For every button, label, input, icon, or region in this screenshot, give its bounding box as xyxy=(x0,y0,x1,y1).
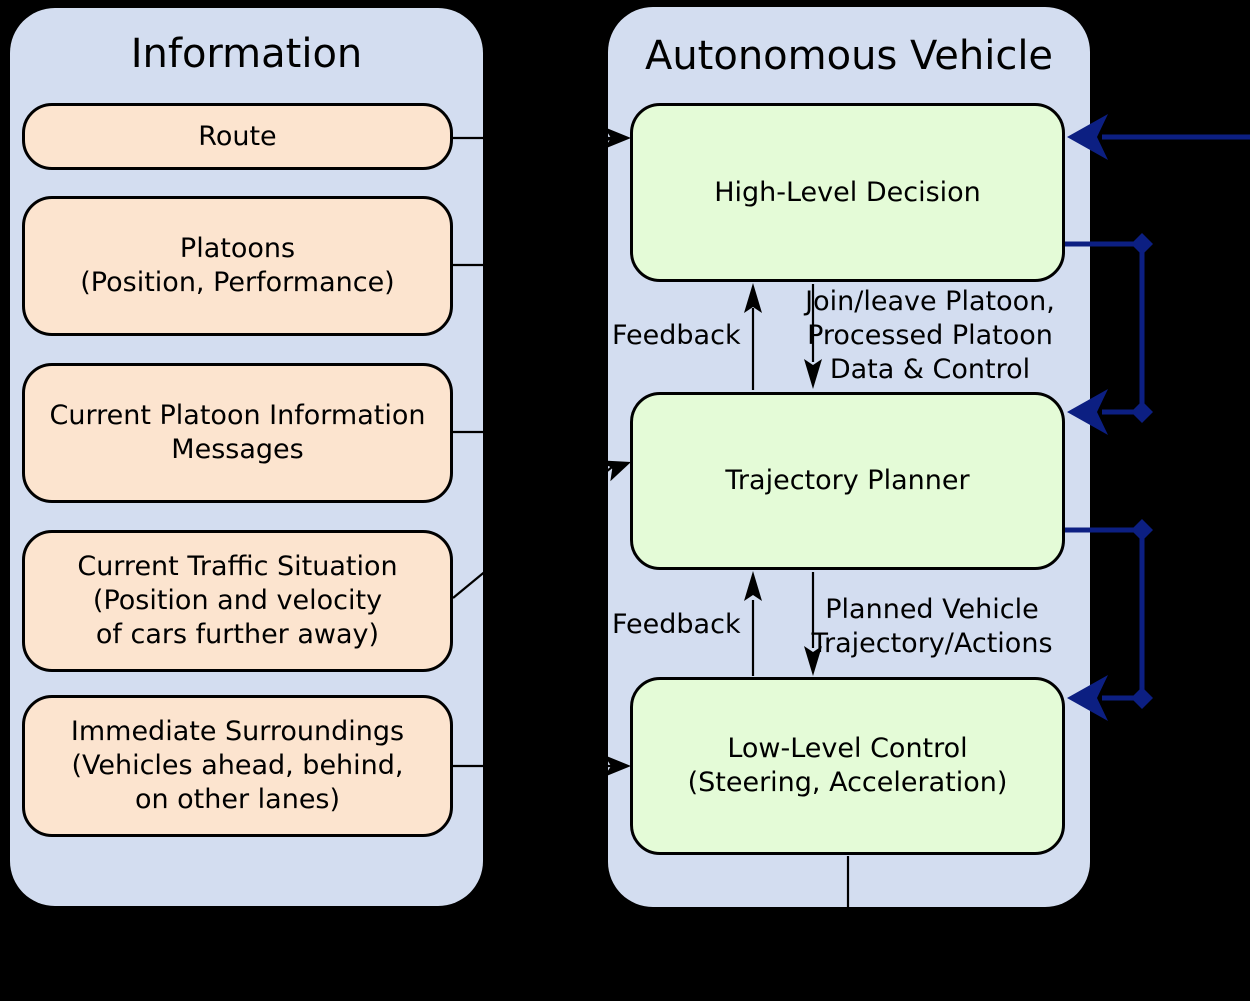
node-current-platoon-information-messages: Current Platoon Information Messages xyxy=(22,363,453,503)
information-panel-title: Information xyxy=(130,31,363,77)
junction-diamond xyxy=(1131,401,1153,423)
edge-label-tp-to-llc: Planned Vehicle Trajectory/Actions xyxy=(811,594,1053,659)
node-immediate-surroundings: Immediate Surroundings (Vehicles ahead, … xyxy=(22,695,453,837)
junction-diamond xyxy=(1131,519,1153,541)
edge-label-hld-to-tp: Join/leave Platoon, Processed Platoon Da… xyxy=(805,286,1055,385)
node-trajectory-planner: Trajectory Planner xyxy=(630,392,1065,570)
node-low-level-control: Low-Level Control (Steering, Acceleratio… xyxy=(630,677,1065,855)
edge-label-feedback-bottom: Feedback xyxy=(612,609,741,640)
node-high-level-decision: High-Level Decision xyxy=(630,103,1065,282)
node-route: Route xyxy=(22,103,453,170)
edge-label-feedback-top: Feedback xyxy=(612,320,741,351)
node-platoons: Platoons (Position, Performance) xyxy=(22,196,453,336)
node-current-traffic-situation: Current Traffic Situation (Position and … xyxy=(22,530,453,672)
junction-diamond xyxy=(1131,687,1153,709)
junction-diamond xyxy=(1131,233,1153,255)
external-arrow-into-high-level-decision xyxy=(1067,114,1250,160)
autonomous-vehicle-panel-title: Autonomous Vehicle xyxy=(644,33,1054,79)
